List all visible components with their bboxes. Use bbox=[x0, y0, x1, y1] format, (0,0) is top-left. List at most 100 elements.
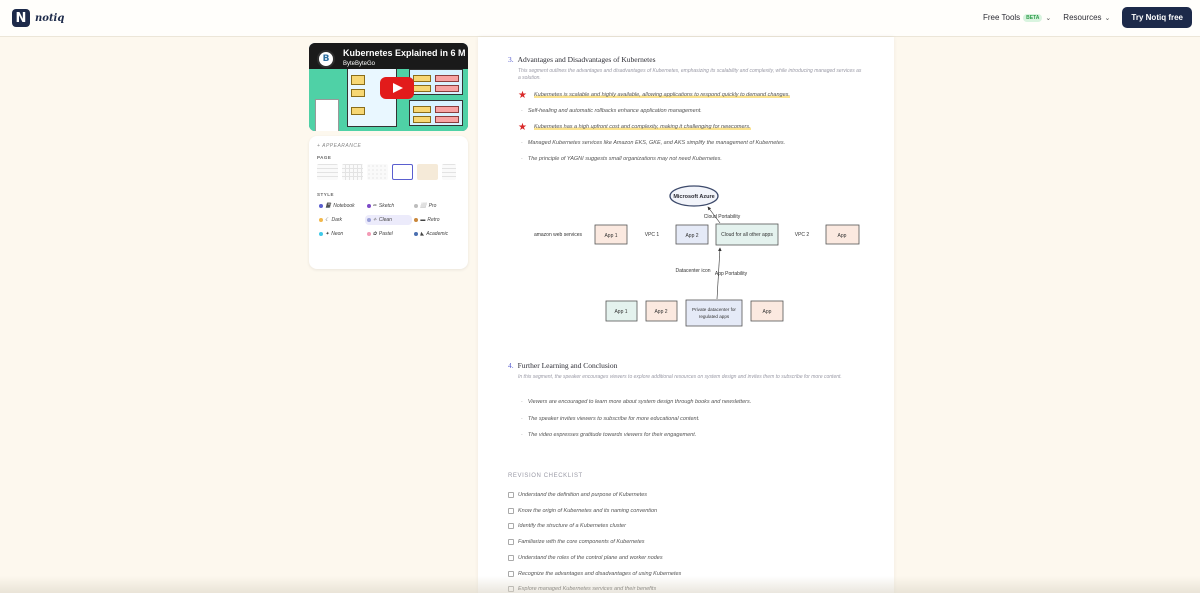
style-option-pro[interactable]: ⬜Pro bbox=[412, 201, 460, 211]
style-option-sketch[interactable]: ✏Sketch bbox=[365, 201, 413, 211]
cloud-apps-node bbox=[715, 223, 779, 246]
style-option-retro[interactable]: ▬Retro bbox=[412, 215, 460, 225]
checklist-item-text: Recognize the advantages and disadvantag… bbox=[518, 571, 682, 577]
pastel-swatch bbox=[366, 232, 371, 236]
checklist-item[interactable]: Understand the roles of the control plan… bbox=[508, 555, 663, 561]
page-option-blank[interactable] bbox=[392, 164, 413, 180]
bullet-text: Managed Kubernetes services like Amazon … bbox=[527, 140, 786, 146]
checklist-item[interactable]: Know the origin of Kubernetes and its na… bbox=[508, 508, 657, 514]
style-option-label: Pastel bbox=[378, 231, 393, 237]
resources-menu[interactable]: Resources ⌄ bbox=[1063, 13, 1110, 22]
aws-label: amazon web services bbox=[534, 232, 583, 238]
checkbox[interactable] bbox=[508, 571, 514, 577]
cloud-portability-arrow bbox=[707, 206, 721, 224]
page-option-ruled[interactable] bbox=[442, 164, 456, 180]
vpc1-label: VPC 1 bbox=[645, 232, 660, 238]
page-option-cream[interactable] bbox=[417, 164, 438, 180]
resources-label: Resources bbox=[1063, 13, 1102, 22]
page-option-grid[interactable] bbox=[342, 164, 363, 180]
checklist-item-text: Understand the definition and purpose of… bbox=[518, 492, 648, 498]
academic-swatch bbox=[414, 232, 419, 236]
video-thumbnail[interactable]: B Kubernetes Explained in 6 M ByteByteGo bbox=[309, 43, 468, 131]
checkbox[interactable] bbox=[508, 508, 514, 514]
app-bottom-label: App bbox=[763, 309, 772, 315]
style-option-label: Neon bbox=[331, 231, 344, 237]
checkbox[interactable] bbox=[508, 555, 514, 561]
checklist-item[interactable]: Understand the definition and purpose of… bbox=[508, 492, 647, 498]
checklist-item-text: Explore managed Kubernetes services and … bbox=[518, 586, 657, 592]
checklist-item-text: Understand the roles of the control plan… bbox=[518, 555, 663, 561]
checklist-item[interactable]: Recognize the advantages and disadvantag… bbox=[508, 571, 681, 577]
app-right-node bbox=[825, 224, 860, 245]
page-options bbox=[317, 164, 460, 180]
checkbox[interactable] bbox=[508, 492, 514, 498]
style-option-label: Retro bbox=[427, 217, 440, 223]
free-tools-menu[interactable]: Free Tools BETA ⌄ bbox=[983, 13, 1051, 22]
list-item: ·Self-healing and automatic rollbacks en… bbox=[521, 108, 702, 114]
video-illustration-note bbox=[351, 107, 365, 115]
section-title-text: Advantages and Disadvantages of Kubernet… bbox=[517, 55, 656, 64]
style-option-pastel[interactable]: ✿Pastel bbox=[365, 229, 413, 239]
video-illustration-note bbox=[351, 89, 365, 97]
app1-bottom-node bbox=[605, 300, 638, 322]
style-option-dark[interactable]: ☾Dark bbox=[317, 215, 365, 225]
style-options: 📓Notebook ✏Sketch ⬜Pro ☾Dark ✧Clean ▬Ret… bbox=[317, 201, 460, 239]
style-option-neon[interactable]: ✦Neon bbox=[317, 229, 365, 239]
appearance-panel: + APPEARANCE PAGE STYLE 📓Notebook ✏Sketc… bbox=[309, 136, 468, 269]
section-number: 4. bbox=[508, 361, 514, 370]
video-illustration-note bbox=[435, 116, 459, 123]
section-3-description: This segment outlines the advantages and… bbox=[518, 68, 862, 81]
cloud-portability-label: Cloud Portability bbox=[704, 214, 741, 220]
video-illustration-note bbox=[435, 106, 459, 113]
moon-icon: ☾ bbox=[325, 217, 330, 223]
checklist-item[interactable]: Identify the structure of a Kubernetes c… bbox=[508, 523, 626, 529]
appearance-heading[interactable]: + APPEARANCE bbox=[317, 143, 362, 149]
page-label: PAGE bbox=[317, 155, 332, 160]
flower-icon: ✿ bbox=[372, 231, 377, 237]
cloud-apps-label: Cloud for all other apps bbox=[721, 232, 773, 238]
pencil-icon: ✏ bbox=[372, 203, 377, 209]
bullet-dot: · bbox=[521, 416, 523, 422]
star-icon: ✦ bbox=[325, 231, 330, 237]
style-option-academic[interactable]: ◣Academic bbox=[412, 229, 460, 239]
page-option-dotted[interactable] bbox=[367, 164, 388, 180]
checkbox[interactable] bbox=[508, 539, 514, 545]
video-illustration-note bbox=[351, 75, 365, 85]
video-illustration-sidebar bbox=[315, 99, 339, 131]
video-illustration-note bbox=[435, 75, 459, 82]
checklist-item[interactable]: Explore managed Kubernetes services and … bbox=[508, 586, 656, 592]
chevron-down-icon: ⌄ bbox=[1104, 14, 1111, 22]
azure-label: Microsoft Azure bbox=[673, 194, 714, 200]
app1-node bbox=[594, 224, 628, 245]
logo-mark: N bbox=[12, 9, 30, 27]
style-option-label: Dark bbox=[331, 217, 343, 223]
nav-right: Free Tools BETA ⌄ Resources ⌄ Try Notiq … bbox=[983, 7, 1192, 28]
checkbox[interactable] bbox=[508, 586, 514, 592]
try-free-button[interactable]: Try Notiq free bbox=[1122, 7, 1192, 28]
notebook-icon: 📓 bbox=[325, 203, 332, 209]
list-item: ·Viewers are encouraged to learn more ab… bbox=[521, 399, 751, 405]
app2-label: App 2 bbox=[685, 233, 698, 239]
dash-icon: ▬ bbox=[420, 217, 426, 223]
style-option-notebook[interactable]: 📓Notebook bbox=[317, 201, 365, 211]
beta-badge: BETA bbox=[1023, 13, 1043, 22]
video-illustration-note bbox=[435, 85, 459, 92]
checklist-heading: REVISION CHECKLIST bbox=[508, 473, 583, 479]
page-option-lined[interactable] bbox=[317, 164, 338, 180]
app-bottom-node bbox=[750, 300, 784, 322]
bullet-dot: · bbox=[521, 399, 523, 405]
style-option-clean[interactable]: ✧Clean bbox=[364, 215, 413, 225]
app2-bottom-label: App 2 bbox=[654, 309, 667, 315]
bullet-text: Kubernetes has a high upfront cost and c… bbox=[534, 124, 751, 130]
style-option-label: Academic bbox=[426, 231, 449, 237]
checklist-item[interactable]: Familiarize with the core components of … bbox=[508, 539, 645, 545]
clean-swatch bbox=[366, 218, 371, 222]
bullet-dot: · bbox=[521, 156, 523, 162]
logo[interactable]: N notiq bbox=[12, 9, 64, 27]
sketch-swatch bbox=[366, 204, 371, 208]
section-3-title: 3.Advantages and Disadvantages of Kubern… bbox=[508, 55, 656, 64]
bullet-text: The video expresses gratitude towards vi… bbox=[527, 432, 697, 438]
play-button[interactable] bbox=[380, 77, 414, 99]
checkbox[interactable] bbox=[508, 523, 514, 529]
style-label: STYLE bbox=[317, 192, 335, 197]
